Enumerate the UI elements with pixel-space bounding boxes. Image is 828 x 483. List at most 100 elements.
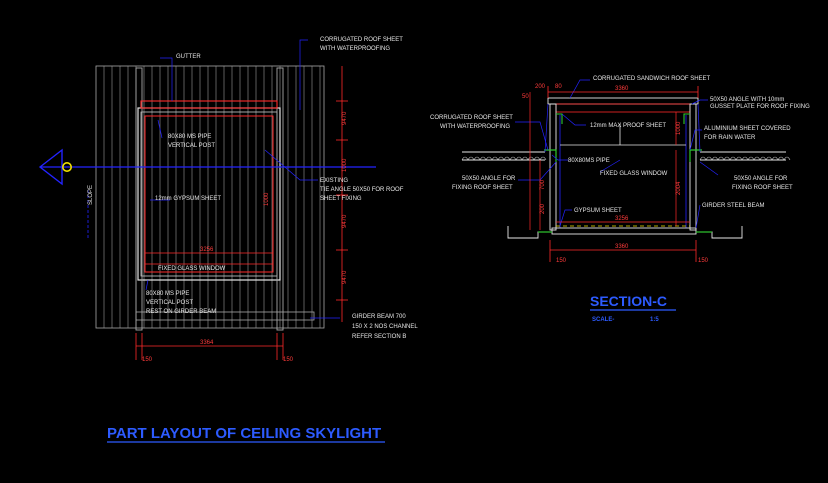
plan-bottom-dimensions: 3256 3364 150 150: [135, 247, 294, 363]
plan-side-dimensions: 9470 1000 9470 9470 1000: [264, 66, 348, 322]
plan-dim-side-4: 9470: [342, 270, 348, 284]
section-dim-80: 80: [555, 84, 562, 90]
corrugation-wave: [479, 156, 487, 161]
plan-dim-3256: 3256: [200, 247, 214, 253]
slope-axis: SLOPE: [38, 148, 376, 240]
section-glass-label: FIXED GLASS WINDOW: [600, 171, 668, 177]
plan-pipe2-label-3: REST ON GIRDER BEAM: [146, 309, 216, 315]
section-title: SECTION-C: [590, 293, 667, 309]
corrugation-wave: [527, 156, 535, 161]
roof-sheet-outline: [95, 65, 325, 329]
roof-sheet-plan: [95, 65, 325, 329]
plan-existing-label-2: TIE ANGLE 50X50 FOR ROOF: [320, 187, 404, 193]
plan-pipe2-label-2: VERTICAL POST: [146, 300, 193, 306]
corrugation-wave: [515, 156, 523, 161]
corrugation-wave: [461, 156, 469, 161]
section-scale-value: 1:5: [650, 317, 659, 323]
plan-corr-sheet-label-2: WITH WATERPROOFING: [320, 46, 390, 52]
corrugation-wave: [741, 156, 749, 161]
section-dim-200-top: 200: [535, 84, 546, 90]
corrugation-wave: [473, 156, 481, 161]
plan-dim-3364: 3364: [200, 340, 214, 346]
plan-dim-150-right: 150: [283, 357, 294, 363]
corrugation-wave: [503, 156, 511, 161]
plan-leaders: [145, 39, 340, 319]
section-dim-150-left: 150: [556, 258, 567, 264]
section-angle-top-label-2: GUSSET PLATE FOR ROOF FIXING: [710, 104, 810, 110]
corrugation-wave: [533, 156, 541, 161]
corrugation-left: [461, 156, 547, 161]
section-alum-label-2: FOR RAIN WATER: [704, 135, 756, 141]
corrugation-wave: [509, 156, 517, 161]
section-scale-label: SCALE-: [592, 317, 614, 323]
section-angle-left-label-2: FIXING ROOF SHEET: [452, 185, 513, 191]
section-angle-right-label-1: 50X50 ANGLE FOR: [734, 176, 788, 182]
corrugation-wave: [485, 156, 493, 161]
section-dim-200-side: 200: [540, 203, 546, 214]
plan-pipe-label-1: 80X80 MS PIPE: [168, 134, 211, 140]
section-dim-3360-top: 3360: [615, 86, 629, 92]
corrugation-wave: [729, 156, 737, 161]
section-dimensions: 3360 200 80 50 1000 2004 700 200 3256 33…: [522, 84, 709, 264]
plan-corr-sheet-label-1: CORRUGATED ROOF SHEET: [320, 37, 403, 43]
plan-existing-label-3: SHEET FIXING: [320, 196, 362, 202]
corrugation-wave: [783, 156, 791, 161]
section-dim-150-right: 150: [698, 258, 709, 264]
corrugation-wave: [705, 156, 713, 161]
section-gypsum-label: GYPSUM SHEET: [574, 208, 622, 214]
section-dim-3360-bottom: 3360: [615, 244, 629, 250]
plan-girder-label-2: 150 X 2 NOS CHANNEL: [352, 324, 418, 330]
corrugation-wave: [753, 156, 761, 161]
skylight-frame-plan: [135, 67, 315, 331]
corrugation-wave: [497, 156, 505, 161]
main-title: PART LAYOUT OF CEILING SKYLIGHT: [107, 425, 381, 442]
plan-dim-side-1: 9470: [342, 111, 348, 125]
plan-labels: GUTTER CORRUGATED ROOF SHEET WITH WATERP…: [146, 37, 418, 340]
section-title-block: SECTION-C SCALE- 1:5: [590, 293, 676, 323]
corrugation-wave: [467, 156, 475, 161]
corrugation-right: [699, 156, 791, 161]
plan-girder-label-3: REFER SECTION B: [352, 334, 406, 340]
plan-pipe2-label-1: 80X80 MS PIPE: [146, 291, 189, 297]
section-angle-left-label-1: 50X50 ANGLE FOR: [462, 176, 516, 182]
plan-pipe-label-2: VERTICAL POST: [168, 143, 215, 149]
section-dim-50: 50: [522, 94, 529, 100]
corrugation-wave: [777, 156, 785, 161]
plan-gutter-label: GUTTER: [176, 54, 201, 60]
corrugation-wave: [723, 156, 731, 161]
plan-dim-150-left: 150: [142, 357, 153, 363]
corrugation-wave: [539, 156, 547, 161]
slope-marker-icon: [61, 162, 72, 173]
plan-dim-side-2: 1000: [342, 158, 348, 172]
corrugation-wave: [759, 156, 767, 161]
plan-dim-side-3: 9470: [342, 214, 348, 228]
section-angle-right-label-2: FIXING ROOF SHEET: [732, 185, 793, 191]
plan-gypsum-label: 12mm GYPSUM SHEET: [155, 196, 221, 202]
plan-glass-label: FIXED GLASS WINDOW: [158, 266, 226, 272]
corrugation-wave: [699, 156, 707, 161]
corrugation-wave: [521, 156, 529, 161]
section-dim-2004: 2004: [676, 181, 682, 195]
slope-label: SLOPE: [88, 185, 94, 205]
plan-dim-mid: 1000: [264, 192, 270, 206]
corrugation-wave: [771, 156, 779, 161]
main-title-block: PART LAYOUT OF CEILING SKYLIGHT: [107, 425, 385, 443]
section-angle-top-label-1: 50X50 ANGLE WITH 10mm: [710, 97, 784, 103]
section-corr-label-2: WITH WATERPROOFING: [440, 124, 510, 130]
section-proof-label: 12mm MAX PROOF SHEET: [590, 123, 666, 129]
section-c-drawing: [461, 97, 791, 239]
section-dim-1000: 1000: [676, 121, 682, 135]
corrugation-wave: [747, 156, 755, 161]
section-sandwich-label: CORRUGATED SANDWICH ROOF SHEET: [593, 76, 711, 82]
section-pipe-label: 80X80MS PIPE: [568, 158, 610, 164]
corrugation-wave: [765, 156, 773, 161]
corrugation-wave: [717, 156, 725, 161]
section-girder-label: GIRDER STEEL BEAM: [702, 203, 764, 209]
section-alum-label-1: ALUMINIUM SHEET COVERED: [704, 126, 791, 132]
section-dim-3256: 3256: [615, 216, 629, 222]
corrugation-wave: [735, 156, 743, 161]
corrugation-wave: [491, 156, 499, 161]
plan-girder-label-1: GIRDER BEAM 700: [352, 314, 406, 320]
